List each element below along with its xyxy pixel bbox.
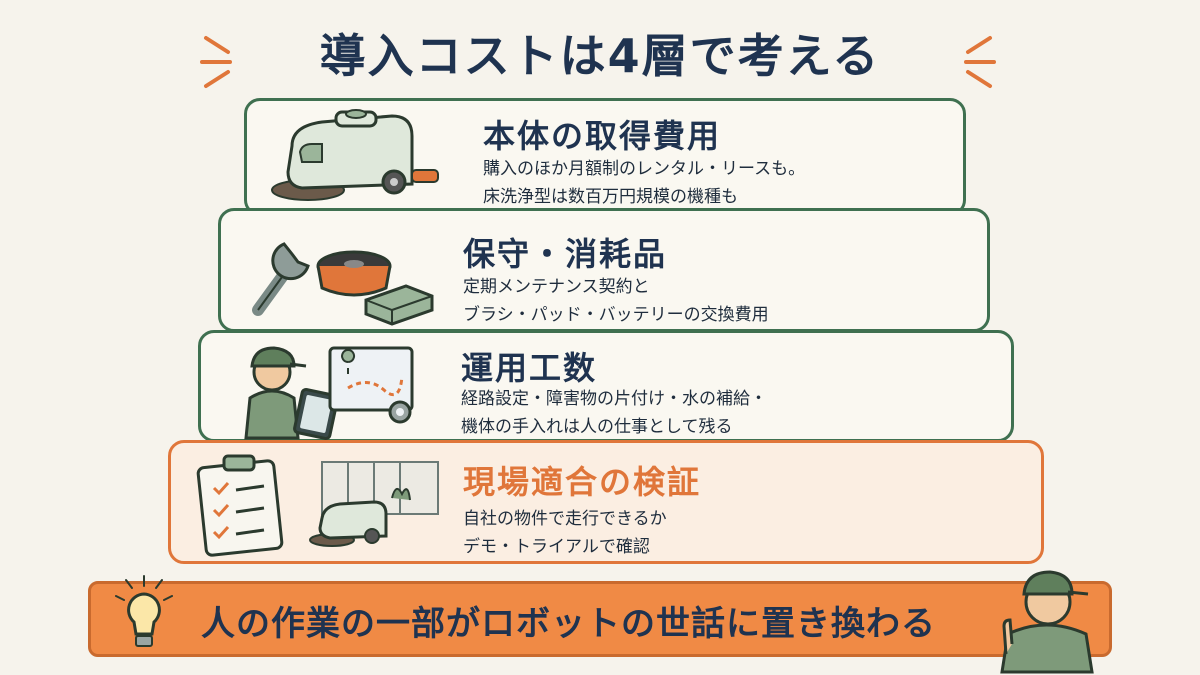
layer-description-line-1: 経路設定・障害物の片付け・水の補給・ bbox=[461, 389, 767, 409]
layer-description-line-2: 床洗浄型は数百万円規模の機種も bbox=[483, 187, 738, 207]
layer-description-line-1: 購入のほか月額制のレンタル・リースも。 bbox=[483, 159, 806, 179]
layer-title: 運用工数 bbox=[461, 349, 598, 387]
layer-title: 現場適合の検証 bbox=[463, 463, 702, 501]
layer-description-line-2: デモ・トライアルで確認 bbox=[463, 537, 650, 557]
layer-site-validation: 現場適合の検証 自社の物件で走行できるか デモ・トライアルで確認 bbox=[168, 440, 1044, 564]
wrench-icon bbox=[252, 242, 310, 316]
layer-description-line-2: 機体の手入れは人の仕事として残る bbox=[461, 417, 733, 437]
cleaning-robot-icon bbox=[271, 109, 439, 201]
worker-pointing-icon bbox=[1000, 570, 1094, 674]
layer-description-line-1: 定期メンテナンス契約と bbox=[463, 277, 650, 297]
route-map-icon bbox=[328, 346, 414, 424]
page-title: 導入コストは4層で考える bbox=[319, 29, 881, 83]
lightbulb-icon bbox=[115, 575, 173, 647]
layer-description-line-1: 自社の物件で走行できるか bbox=[463, 509, 667, 529]
title-accent-left-icon bbox=[200, 36, 232, 88]
small-cleaning-robot-icon bbox=[309, 500, 388, 547]
worker-with-tablet-icon bbox=[244, 346, 339, 441]
layer-title: 本体の取得費用 bbox=[483, 117, 722, 155]
layer-description-line-2: ブラシ・パッド・バッテリーの交換費用 bbox=[463, 305, 769, 325]
battery-icon bbox=[364, 284, 434, 326]
title-accent-right-icon bbox=[964, 36, 996, 88]
clipboard-checklist-icon bbox=[196, 454, 284, 557]
layer-title: 保守・消耗品 bbox=[463, 235, 668, 273]
summary-banner: 人の作業の一部がロボットの世話に置き換わる bbox=[88, 581, 1112, 657]
brush-disc-icon bbox=[316, 250, 392, 297]
banner-text: 人の作業の一部がロボットの世話に置き換わる bbox=[201, 604, 936, 644]
